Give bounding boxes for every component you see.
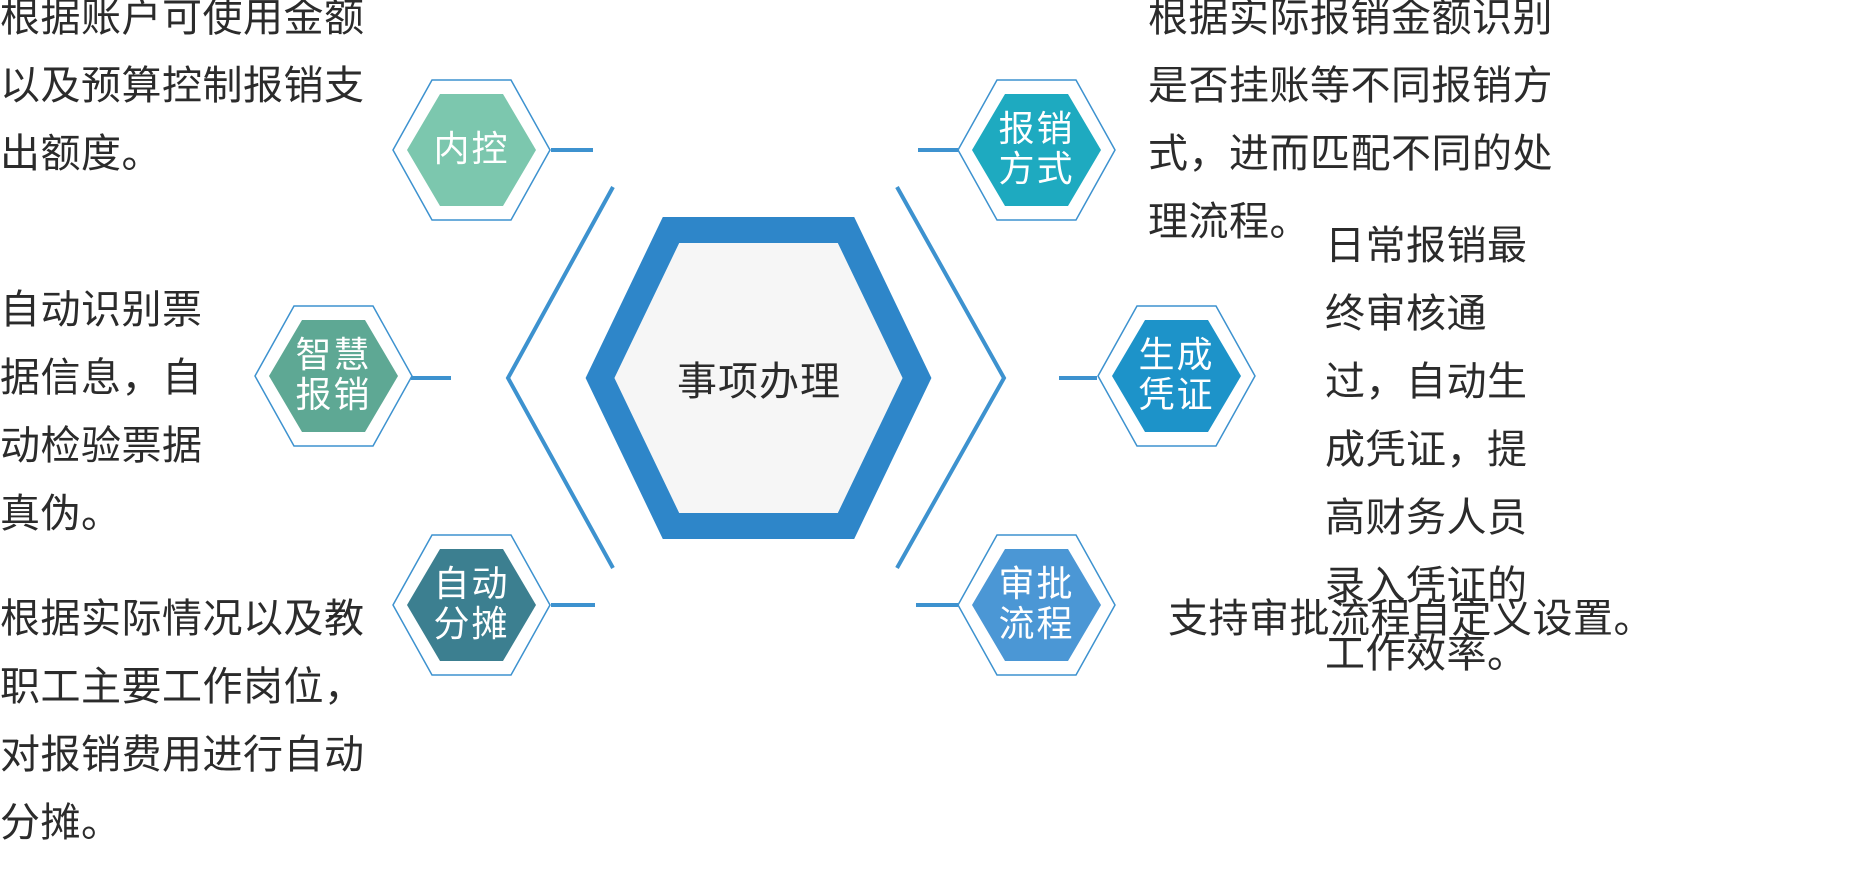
node-label-line2: 报销 bbox=[295, 375, 372, 416]
node-label-line1: 内控 bbox=[433, 129, 510, 170]
node-label-line1: 智慧 bbox=[295, 335, 372, 376]
node-label-line2: 分摊 bbox=[433, 604, 510, 645]
desc-baoxiao: 根据实际报销金额识别是否挂账等不同报销方式，进而匹配不同的处理流程。 bbox=[1148, 0, 1553, 245]
node-label-shenpi: 审批 流程 bbox=[972, 549, 1101, 661]
desc-zhihui: 自动识别票据信息，自动检验票据真伪。 bbox=[0, 287, 203, 537]
desc-neikong: 根据账户可使用金额以及预算控制报销支出额度。 bbox=[0, 0, 365, 177]
node-label-line1: 自动 bbox=[433, 564, 510, 605]
hex-neikong bbox=[392, 79, 551, 221]
desc-fentan: 根据实际情况以及教职工主要工作岗位，对报销费用进行自动分摊。 bbox=[0, 596, 365, 846]
desc-shenpi: 支持审批流程自定义设置。 bbox=[1168, 596, 1654, 642]
hex-fentan bbox=[392, 534, 551, 676]
desc-pingzheng: 日常报销最终审核通过，自动生成凭证，提高财务人员录入凭证的工作效率。 bbox=[1325, 223, 1528, 677]
node-label-fentan: 自动 分摊 bbox=[407, 549, 536, 661]
center-label: 事项办理 bbox=[677, 359, 841, 405]
center-hexagon bbox=[585, 217, 932, 539]
node-label-pingzheng: 生成 凭证 bbox=[1112, 320, 1241, 432]
left-bracket-line bbox=[505, 186, 615, 569]
node-label-neikong: 内控 bbox=[407, 94, 536, 206]
node-label-line1: 审批 bbox=[998, 564, 1075, 605]
node-label-line1: 生成 bbox=[1138, 335, 1215, 376]
node-label-zhihui: 智慧 报销 bbox=[269, 320, 398, 432]
hex-shenpi bbox=[957, 534, 1116, 676]
right-bracket-line bbox=[895, 186, 1007, 569]
node-label-line1: 报销 bbox=[998, 109, 1075, 150]
node-label-line2: 方式 bbox=[998, 149, 1075, 190]
hex-pingzheng bbox=[1097, 305, 1256, 447]
hex-baoxiao bbox=[957, 79, 1116, 221]
hex-zhihui bbox=[254, 305, 413, 447]
node-label-baoxiao: 报销 方式 bbox=[972, 94, 1101, 206]
node-label-line2: 流程 bbox=[998, 604, 1075, 645]
node-label-line2: 凭证 bbox=[1138, 375, 1215, 416]
